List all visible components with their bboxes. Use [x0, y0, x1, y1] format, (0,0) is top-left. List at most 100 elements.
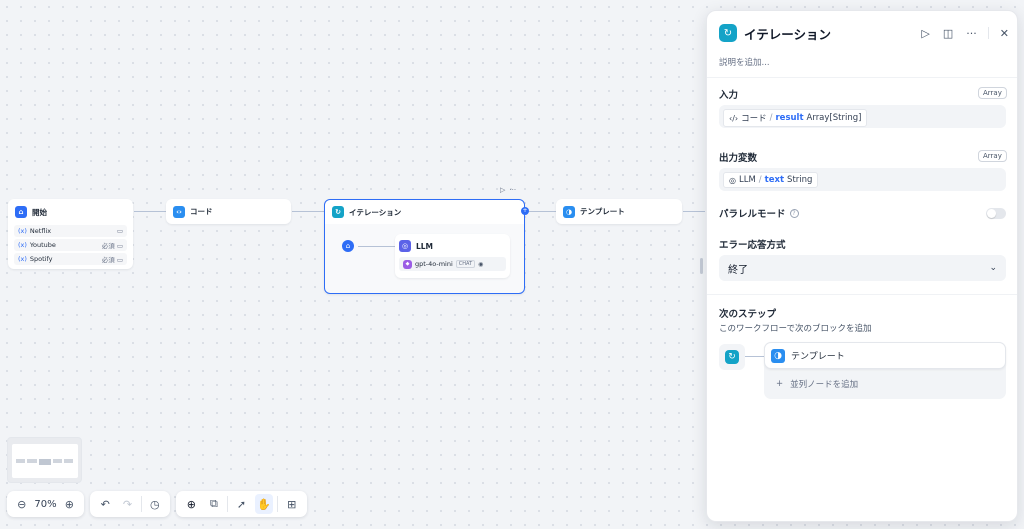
input-type-badge: Array	[978, 87, 1007, 99]
organize-icon[interactable]: ⊞	[287, 497, 297, 511]
undo-icon[interactable]: ↶	[100, 497, 110, 511]
panel-resize-handle[interactable]	[700, 258, 703, 274]
edge-start-code	[134, 211, 166, 212]
iteration-settings-panel: ↻ イテレーション ▷ ◫ ··· ✕ 説明を追加... 入力 Array ‹/…	[706, 10, 1018, 522]
section-divider	[707, 294, 1017, 295]
toolbar-divider	[277, 496, 279, 512]
next-step-subtitle: このワークフローで次のブロックを追加	[719, 324, 872, 334]
run-icon[interactable]: ▷	[500, 186, 506, 194]
variable-name: Netflix	[29, 227, 52, 235]
panel-header: ↻ イテレーション ▷ ◫ ··· ✕	[719, 23, 1009, 43]
output-type-badge: Array	[978, 150, 1007, 162]
zoom-level[interactable]: 70%	[34, 498, 57, 510]
zoom-out-icon[interactable]: ⊖	[17, 497, 27, 511]
start-variable-row: (x) Netflix ▭	[14, 225, 127, 237]
add-note-icon[interactable]: ⧉	[210, 497, 218, 510]
required-label: 必須	[101, 256, 115, 264]
eye-icon: ◉	[478, 260, 484, 268]
next-step-title: 次のステップ	[719, 309, 777, 320]
home-icon: ⌂	[15, 206, 27, 218]
toolbar-divider	[140, 496, 142, 512]
error-mode-select[interactable]: 終了 ⌄	[719, 255, 1006, 281]
pointer-icon[interactable]: ➚	[236, 497, 247, 511]
input-separator: /	[769, 113, 773, 123]
iteration-icon: ↻	[332, 206, 344, 218]
input-source: コード	[741, 114, 767, 124]
template-node-title: テンプレート	[580, 207, 625, 216]
variable-icon: (x)	[18, 241, 27, 249]
start-variable-row: (x) Youtube 必須 ▭	[14, 239, 127, 251]
chevron-down-icon: ⌄	[989, 263, 997, 273]
layout-icon[interactable]: ◫	[942, 26, 954, 40]
code-node-title: コード	[190, 207, 213, 216]
variable-icon: (x)	[18, 255, 27, 263]
edge-iteration-template	[526, 211, 556, 212]
plus-icon: +	[776, 379, 784, 389]
output-label: 出力変数	[719, 153, 758, 164]
model-mode-badge: CHAT	[455, 260, 476, 268]
hand-icon[interactable]: ✋	[254, 494, 274, 514]
edge-template-out	[683, 211, 705, 212]
code-icon: ‹›	[173, 205, 185, 218]
section-divider	[707, 77, 1017, 78]
help-icon[interactable]: ?	[789, 208, 799, 218]
canvas-tools-toolbar: ⊕ ⧉ ➚ ✋ ⊞	[176, 491, 307, 517]
run-icon[interactable]: ▷	[921, 26, 930, 40]
description-input[interactable]: 説明を追加...	[719, 58, 770, 68]
template-icon: ◑	[563, 205, 575, 218]
text-type-icon: ▭	[116, 227, 123, 235]
variable-name: Spotify	[29, 255, 53, 263]
add-node-icon[interactable]: ⊕	[186, 497, 196, 511]
start-node-title: 開始	[32, 207, 47, 217]
parallel-mode-label: パラレルモード	[719, 209, 786, 220]
more-icon[interactable]: ···	[509, 186, 517, 194]
output-variable-name: text	[764, 175, 785, 185]
model-provider-icon: ◆	[403, 259, 412, 269]
code-node[interactable]: ‹› コード	[166, 199, 291, 224]
next-block-label: テンプレート	[791, 352, 845, 362]
history-toolbar: ↶ ↷ ◷	[90, 491, 170, 517]
parallel-mode-row: パラレルモード ?	[719, 206, 1006, 220]
more-icon[interactable]: ···	[966, 26, 977, 40]
parallel-mode-toggle[interactable]	[986, 207, 1006, 219]
iteration-node-title: イテレーション	[349, 207, 402, 217]
next-step-block-list: ◑ テンプレート + 並列ノードを追加	[764, 342, 1006, 399]
llm-node-title: LLM	[416, 241, 434, 251]
start-variable-row: (x) Spotify 必須 ▭	[14, 253, 127, 265]
error-mode-label: エラー応答方式	[719, 240, 786, 251]
add-parallel-label: 並列ノードを追加	[790, 380, 859, 390]
llm-icon: ◎	[399, 240, 411, 252]
input-variable-name: result	[775, 113, 804, 123]
output-variable-selector[interactable]: ◎ LLM / text String	[719, 168, 1006, 191]
minimap[interactable]	[7, 437, 82, 483]
template-node[interactable]: ◑ テンプレート	[556, 199, 682, 224]
output-separator: /	[758, 175, 762, 185]
error-mode-value: 終了	[728, 264, 748, 276]
input-variable-selector[interactable]: ‹/› コード / result Array[String]	[719, 105, 1006, 128]
edge-iteration-start-llm	[358, 246, 395, 247]
toolbar-divider	[987, 27, 989, 39]
edge-code-iteration	[292, 211, 324, 212]
next-step-source-icon: ↻	[719, 344, 745, 370]
iteration-icon: ↻	[725, 350, 739, 364]
output-variable-type: String	[787, 175, 813, 185]
model-name: gpt-4o-mini	[415, 260, 453, 268]
input-label: 入力	[719, 90, 739, 101]
redo-icon[interactable]: ↷	[122, 497, 133, 511]
history-icon[interactable]: ◷	[150, 497, 160, 511]
variable-icon: (x)	[18, 227, 27, 235]
iteration-output-port[interactable]: +	[521, 207, 529, 215]
iteration-start-icon: ⌂	[342, 240, 354, 252]
start-node[interactable]: ⌂ 開始 (x) Netflix ▭ (x) Youtube 必須 ▭ (x) …	[8, 199, 133, 269]
variable-name: Youtube	[29, 241, 56, 249]
close-icon[interactable]: ✕	[999, 26, 1009, 40]
zoom-in-icon[interactable]: ⊕	[64, 497, 74, 511]
required-label: 必須	[101, 242, 115, 250]
next-block-template[interactable]: ◑ テンプレート	[764, 342, 1006, 369]
add-parallel-node-button[interactable]: + 並列ノードを追加	[764, 371, 1006, 397]
zoom-toolbar: ⊖ 70% ⊕	[7, 491, 84, 517]
panel-title: イテレーション	[744, 26, 832, 42]
input-variable-type: Array[String]	[806, 113, 862, 123]
iteration-node[interactable]: ↻ イテレーション ⌂ ◎ LLM ◆ gpt-4o-mini CHAT ◉	[324, 199, 525, 294]
llm-node[interactable]: ◎ LLM ◆ gpt-4o-mini CHAT ◉	[395, 234, 510, 278]
